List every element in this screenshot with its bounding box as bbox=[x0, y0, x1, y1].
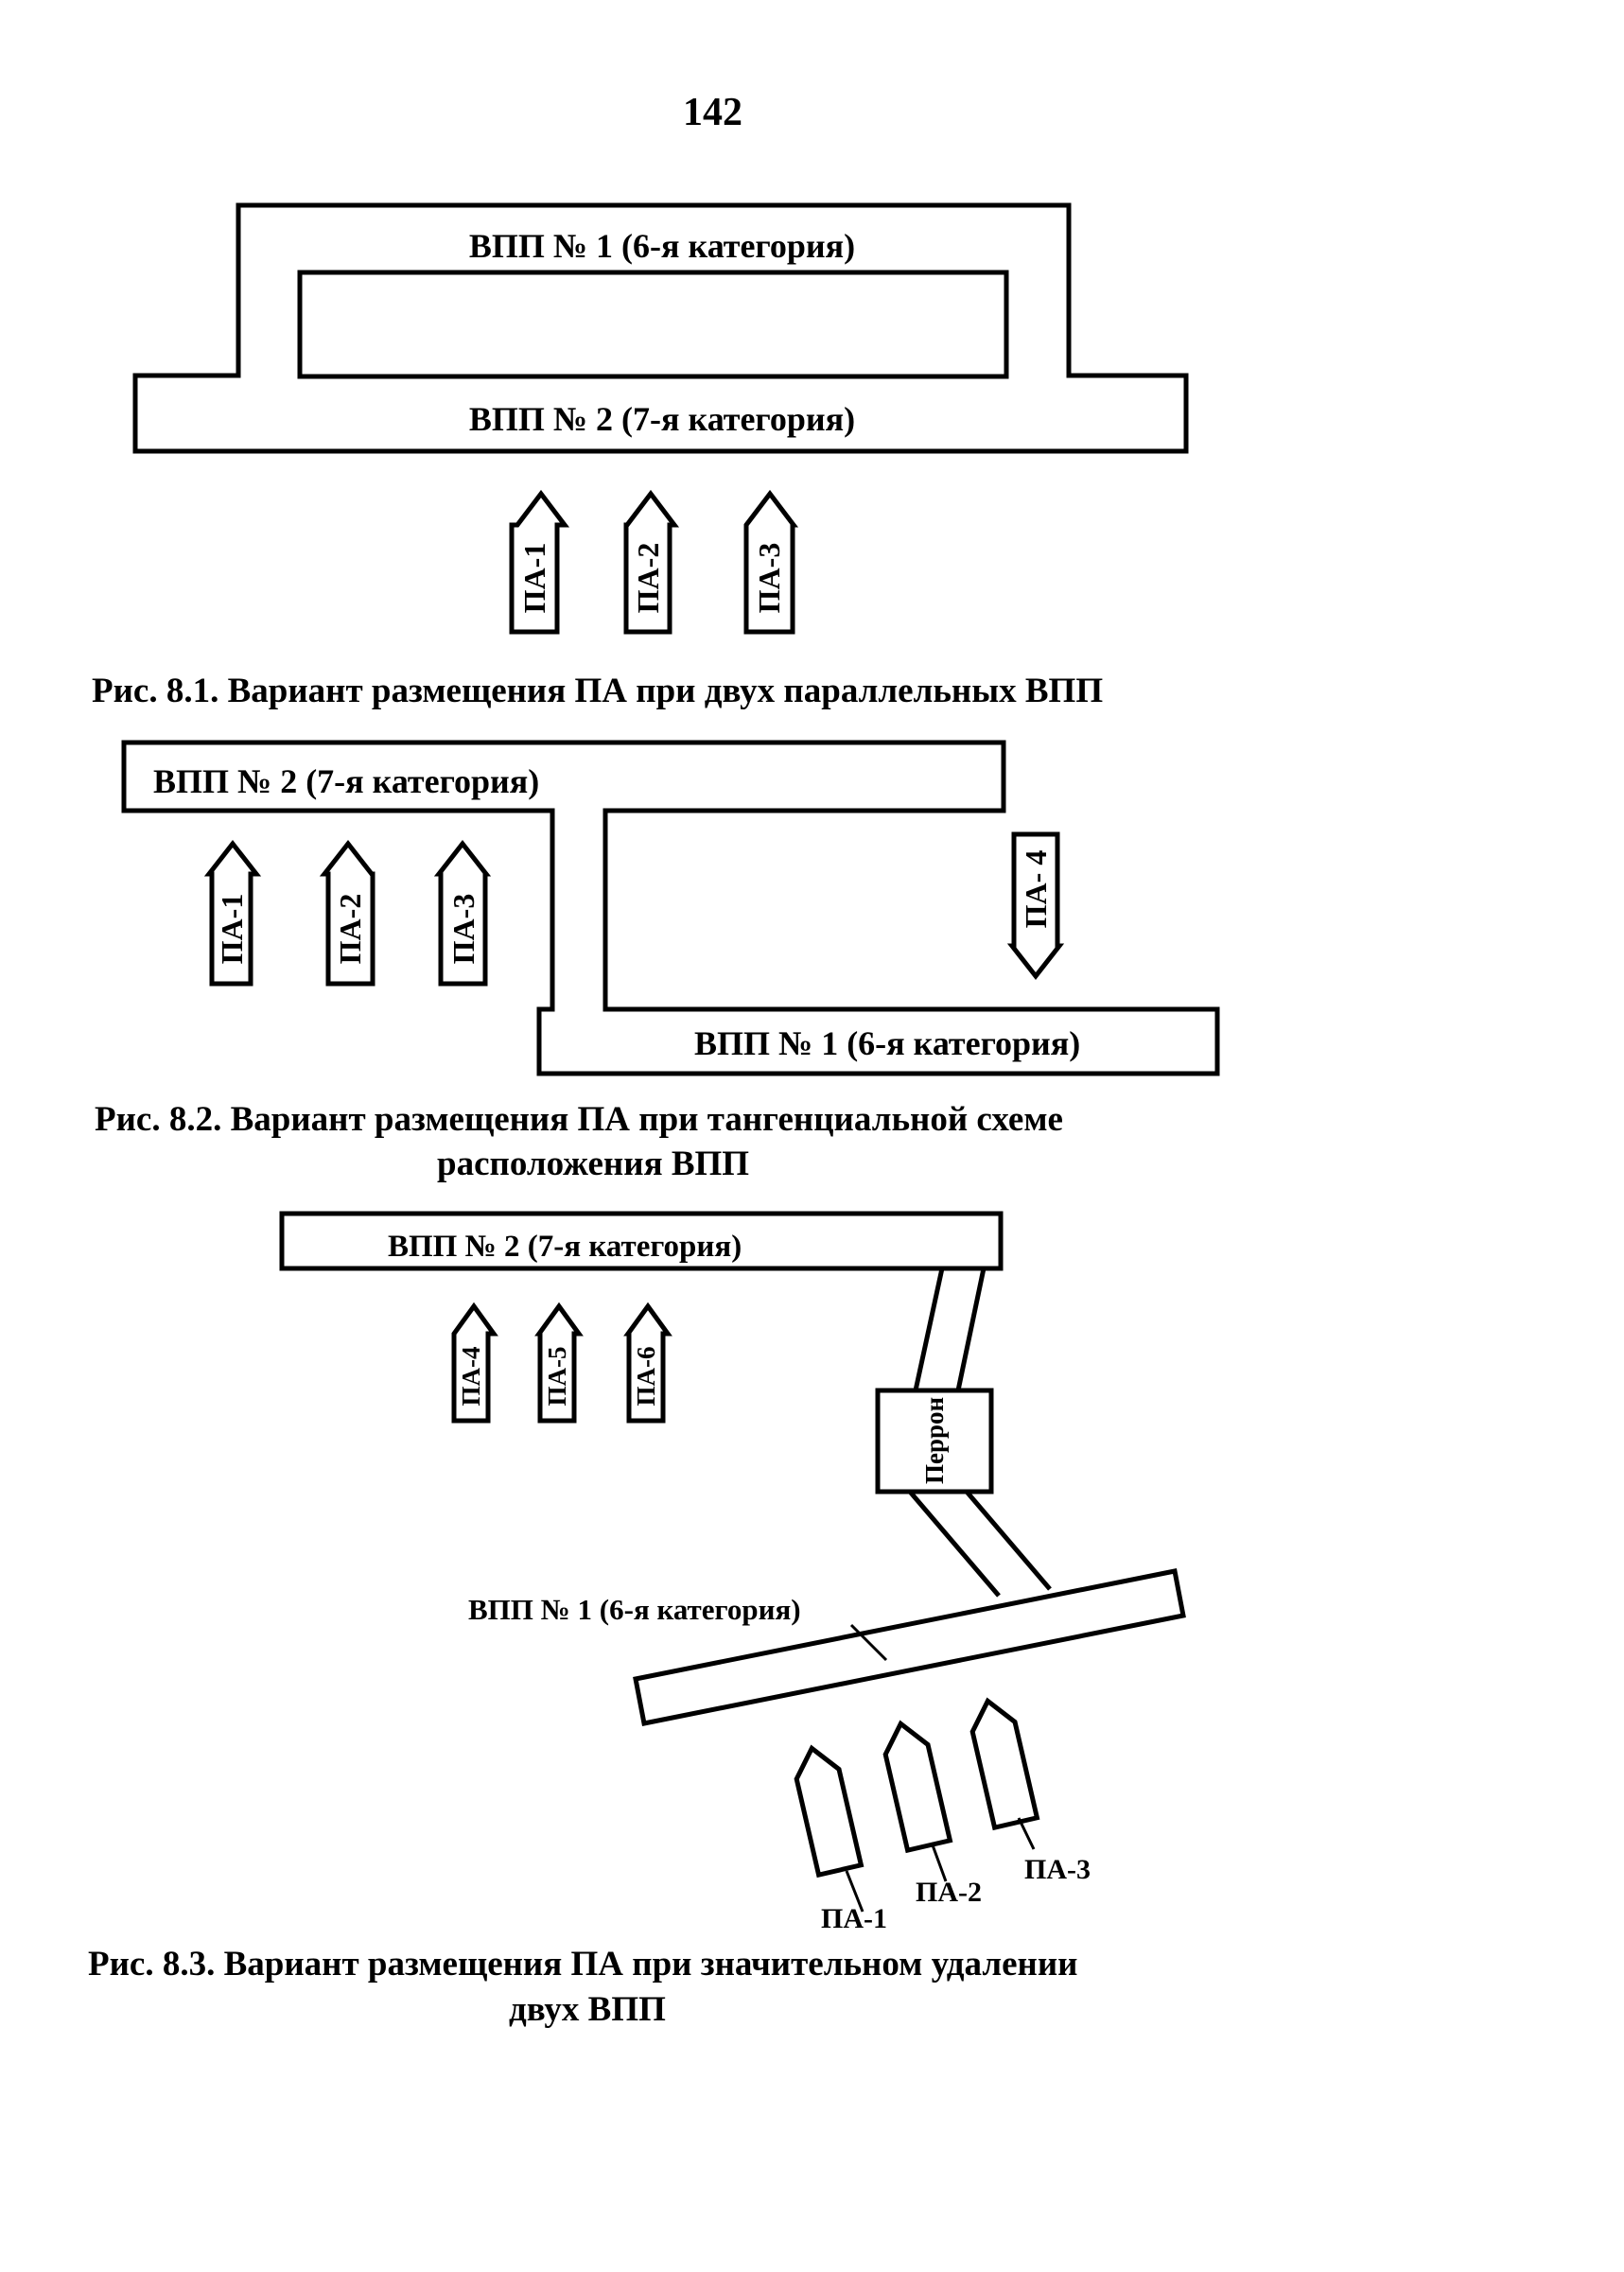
leader-line bbox=[845, 1870, 864, 1913]
figure-8-2-caption-line-1: Рис. 8.2. Вариант размещения ПА при танг… bbox=[95, 1100, 1063, 1139]
taxiway-upper-right bbox=[955, 1267, 987, 1391]
vehicle-marker: ПА-1 bbox=[509, 489, 570, 635]
vehicle-label: ПА-2 bbox=[333, 894, 367, 965]
figure-8-3-caption-line-1: Рис. 8.3. Вариант размещения ПА при знач… bbox=[88, 1945, 1078, 1984]
vehicle-label: ПА-4 bbox=[457, 1347, 485, 1407]
runway-1-label: ВПП № 1 (6-я категория) bbox=[468, 1593, 801, 1626]
vehicle-label: ПА-1 bbox=[215, 894, 249, 965]
runway-complex-outline bbox=[132, 202, 1189, 454]
figure-8-2-diagram: ВПП № 2 (7-я категория) ВПП № 1 (6-я кат… bbox=[121, 740, 1220, 1076]
vehicle-marker-tilted bbox=[882, 1720, 953, 1854]
figure-8-2-caption-line-2: расположения ВПП bbox=[437, 1145, 750, 1183]
vehicle-label: ПА-6 bbox=[632, 1347, 660, 1407]
vehicle-marker: ПА-3 bbox=[433, 839, 492, 987]
vehicle-label: ПА-1 bbox=[517, 543, 551, 614]
runway-2-outline bbox=[279, 1211, 1004, 1271]
vehicle-marker: ПА-2 bbox=[623, 489, 680, 635]
vehicle-marker: ПА-4 bbox=[451, 1302, 498, 1424]
vehicle-marker: ПА-6 bbox=[623, 1302, 672, 1424]
leader-line bbox=[1017, 1817, 1036, 1850]
runway-1-label: ВПП № 1 (6-я категория) bbox=[694, 1024, 1080, 1062]
vehicle-label: ПА- 4 bbox=[1019, 850, 1053, 929]
vehicle-label: ПА-3 bbox=[1024, 1854, 1091, 1885]
runway-1-leader bbox=[849, 1623, 888, 1662]
taxiway-upper-left bbox=[913, 1267, 945, 1391]
figure-8-1-caption: Рис. 8.1. Вариант размещения ПА при двух… bbox=[92, 672, 1104, 710]
taxiway-lower-right bbox=[965, 1490, 1052, 1591]
taxiway-lower-left bbox=[908, 1490, 1001, 1598]
runway-2-label: ВПП № 2 (7-я категория) bbox=[388, 1230, 742, 1264]
vehicle-marker: ПА-2 bbox=[319, 839, 375, 987]
vehicle-marker: ПА-5 bbox=[534, 1302, 584, 1424]
page-number: 142 bbox=[683, 91, 742, 134]
runway-2-outline bbox=[121, 740, 1220, 1076]
runway-1-outline bbox=[633, 1568, 1186, 1726]
vehicle-marker-tilted bbox=[969, 1697, 1040, 1831]
runway-2-label: ВПП № 2 (7-я категория) bbox=[153, 762, 539, 800]
apron-outline bbox=[875, 1388, 994, 1494]
inner-field bbox=[297, 270, 1009, 379]
vehicle-label: ПА-2 bbox=[916, 1877, 982, 1908]
vehicle-marker: ПА-1 bbox=[203, 839, 262, 987]
vehicle-marker-tilted bbox=[794, 1744, 864, 1879]
runway-1-label: ВПП № 1 (6-я категория) bbox=[469, 227, 855, 265]
figure-8-3-diagram: ВПП № 2 (7-я категория) Перрон ВПП № 1 (… bbox=[279, 1211, 1186, 1934]
vehicle-marker: ПА-3 bbox=[743, 489, 799, 635]
apron-label: Перрон bbox=[920, 1397, 949, 1484]
vehicle-label: ПА-3 bbox=[752, 543, 786, 614]
vehicle-label: ПА-2 bbox=[631, 543, 665, 614]
leader-line bbox=[930, 1842, 948, 1882]
figure-8-3-caption-line-2: двух ВПП bbox=[509, 1990, 666, 2029]
vehicle-label: ПА-1 bbox=[821, 1903, 887, 1934]
vehicle-label: ПА-5 bbox=[543, 1347, 571, 1407]
runway-2-label: ВПП № 2 (7-я категория) bbox=[469, 400, 855, 438]
figure-8-1-diagram: ВПП № 1 (6-я категория) ВПП № 2 (7-я кат… bbox=[132, 202, 1189, 635]
vehicle-label: ПА-3 bbox=[446, 894, 480, 965]
vehicle-marker-down: ПА- 4 bbox=[1006, 831, 1065, 981]
